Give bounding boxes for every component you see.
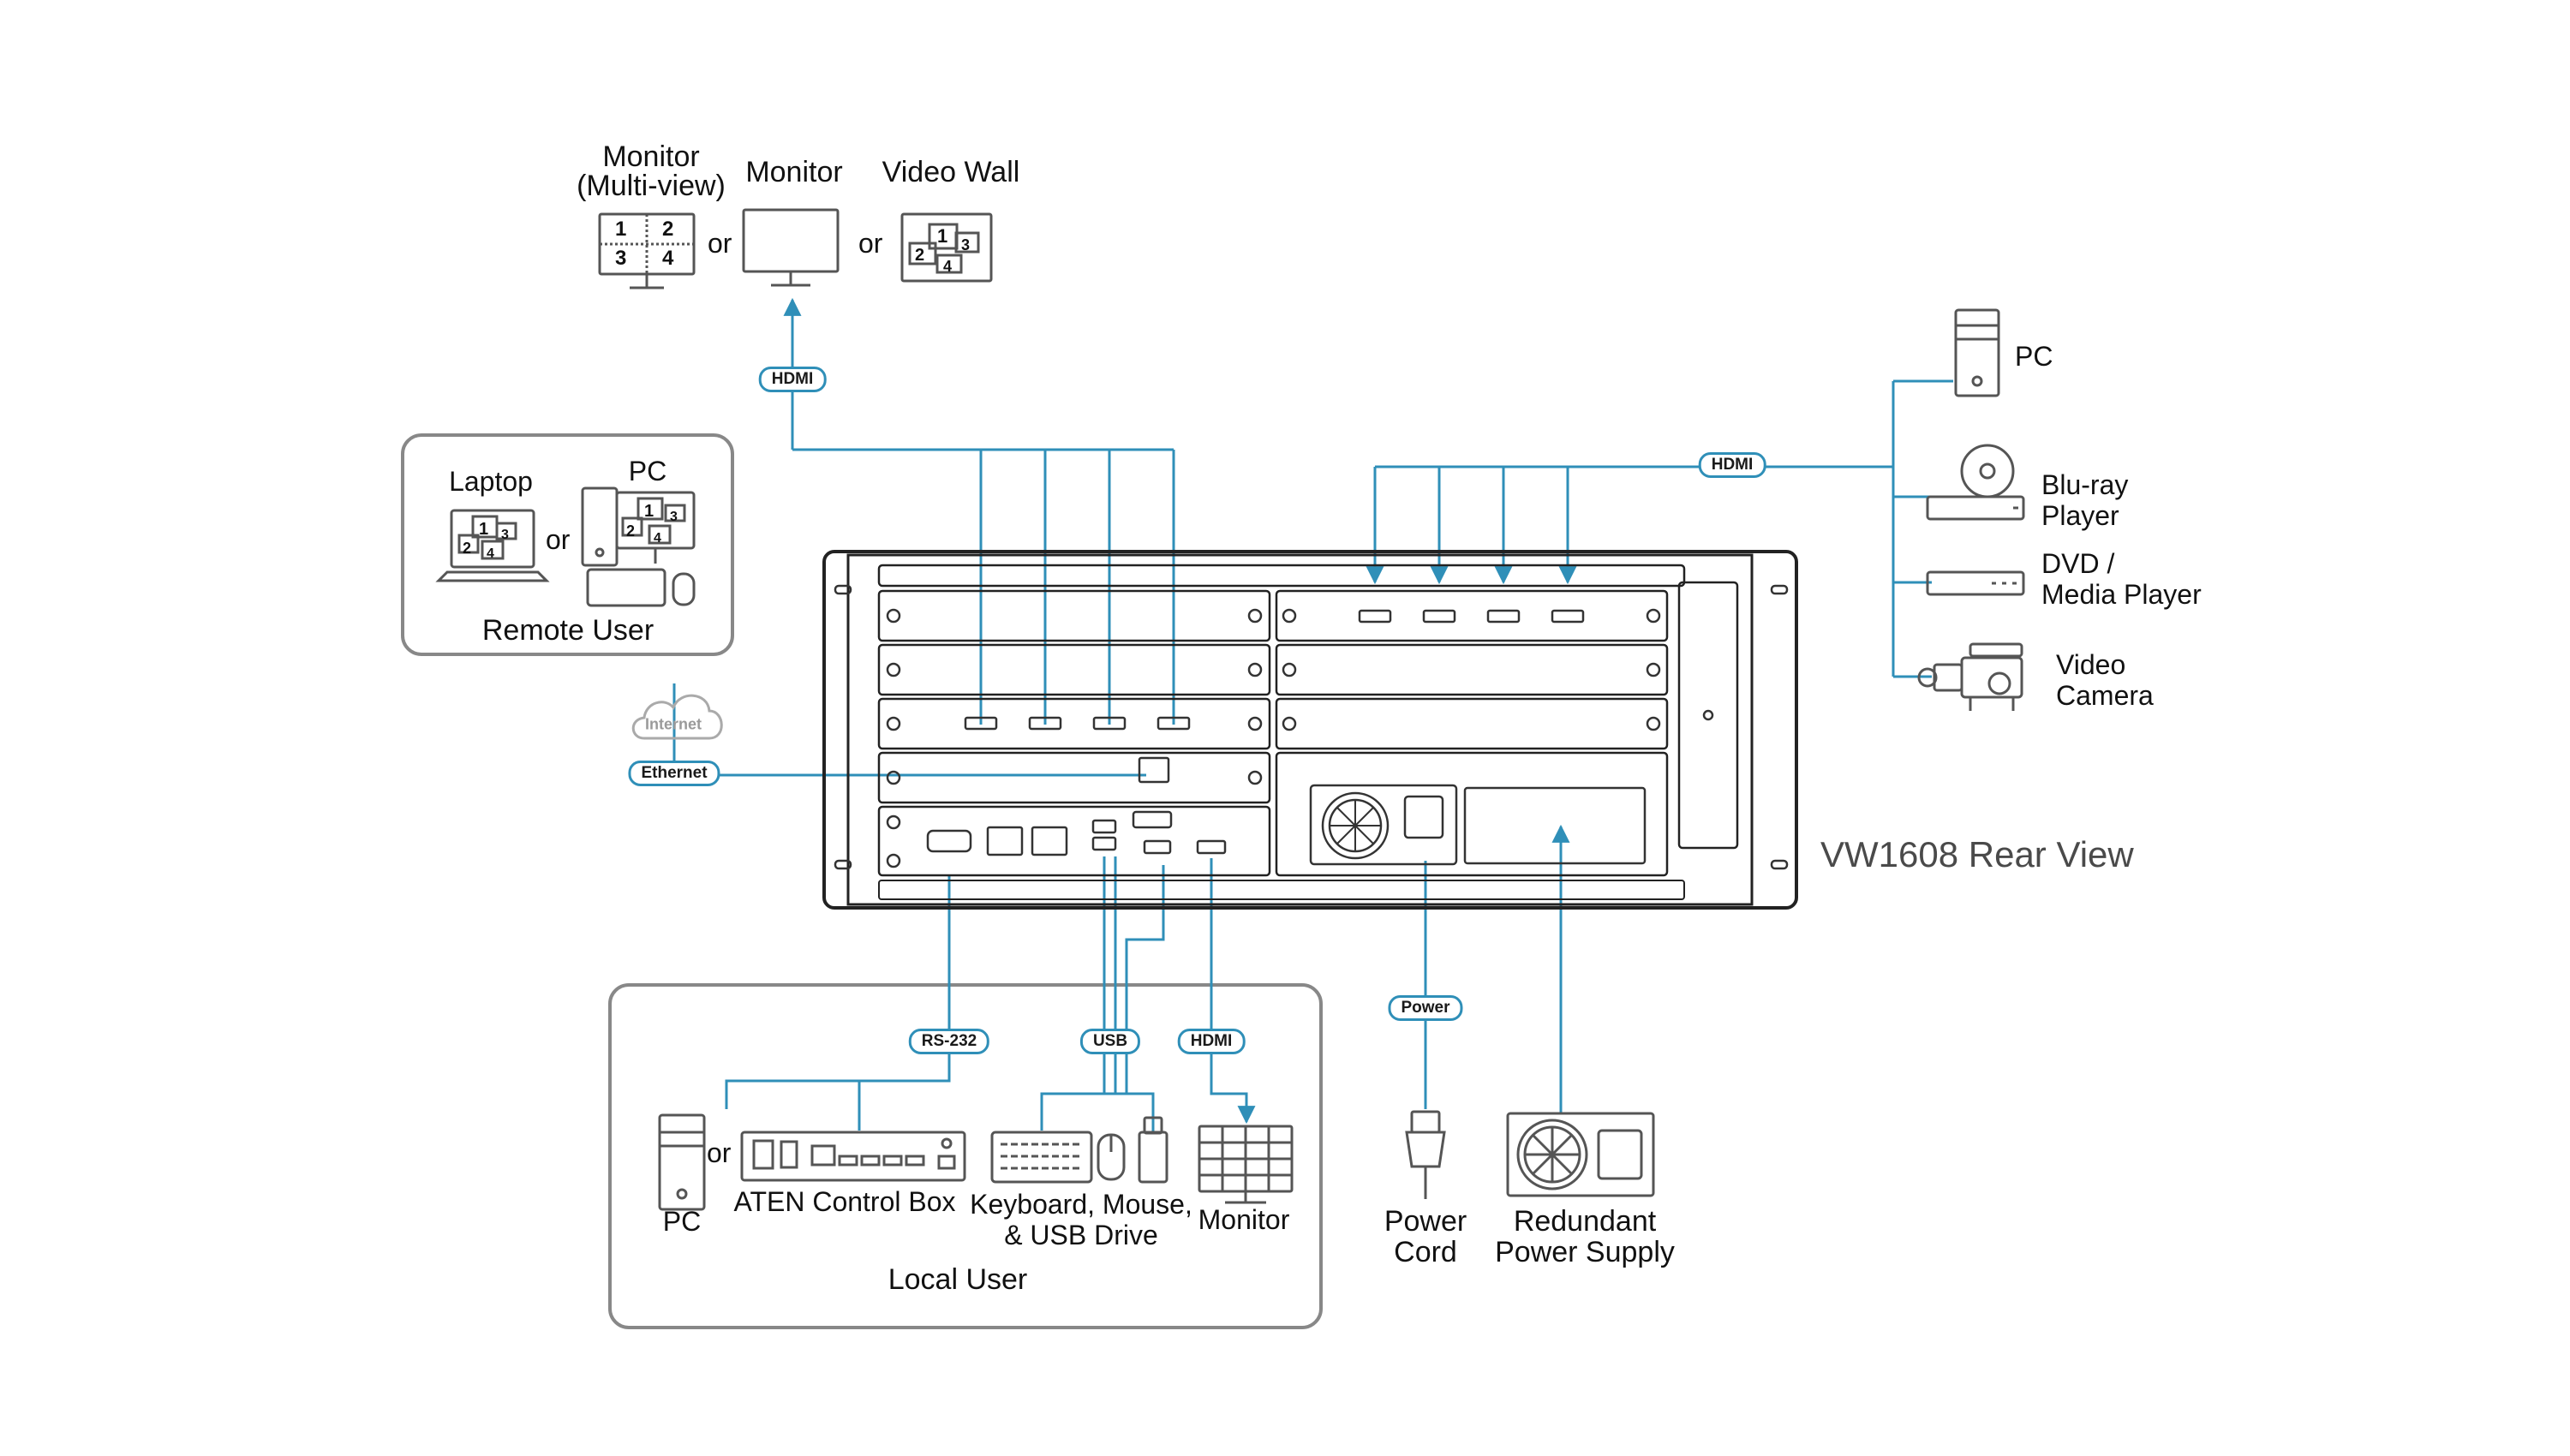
internet-label: Internet <box>644 715 702 733</box>
ethernet-tag: Ethernet <box>628 761 720 786</box>
monitor-multiview-icon <box>598 212 696 289</box>
keyboard-mouse-usb-label: Keyboard, Mouse, & USB Drive <box>970 1189 1192 1250</box>
or-text: or <box>707 1137 732 1168</box>
laptop-cell-3: 3 <box>501 528 509 542</box>
monitor-label: Monitor <box>745 156 843 188</box>
multiview-cell-4: 4 <box>662 247 674 270</box>
keyboard-mouse-usb-icon <box>990 1116 1168 1184</box>
video-camera-icon <box>1917 642 2023 711</box>
dvd-media-player-label: DVD / Media Player <box>2041 548 2202 610</box>
local-monitor-label: Monitor <box>1198 1204 1290 1235</box>
hdmi-local-tag: HDMI <box>1177 1029 1246 1054</box>
bluray-label: Blu-ray Player <box>2041 469 2129 531</box>
rs232-tag: RS-232 <box>908 1029 990 1054</box>
local-pc-label: PC <box>662 1206 702 1237</box>
pc-source-label: PC <box>2015 341 2053 372</box>
remote-user-title: Remote User <box>481 614 654 647</box>
remote-pc-cell-3: 3 <box>670 510 678 524</box>
or-text: or <box>546 524 571 555</box>
usb-tag: USB <box>1079 1029 1141 1054</box>
local-pc-icon <box>658 1113 706 1211</box>
multiview-cell-2: 2 <box>662 218 674 241</box>
laptop-cell-2: 2 <box>463 540 472 557</box>
laptop-icon <box>435 509 550 582</box>
power-cord-icon <box>1405 1110 1446 1199</box>
hdmi-output-ports <box>964 716 1191 731</box>
bluray-player-icon <box>1926 444 2025 521</box>
redundant-psu-icon <box>1506 1112 1655 1197</box>
remote-pc-cell-4: 4 <box>654 531 661 546</box>
redundant-psu-label: Redundant Power Supply <box>1495 1205 1675 1268</box>
psu <box>1309 784 1458 866</box>
video-camera-label: Video Camera <box>2056 649 2154 711</box>
chassis-details <box>834 584 1789 870</box>
multiview-cell-3: 3 <box>615 247 627 270</box>
video-wall-icon <box>900 212 993 283</box>
aten-control-box-icon <box>740 1131 966 1182</box>
remote-pc-cell-1: 1 <box>644 502 654 521</box>
wall-cell-2: 2 <box>915 246 925 265</box>
screws <box>886 608 1714 868</box>
monitor-multiview-label: Monitor (Multi-view) <box>577 140 726 202</box>
laptop-cell-4: 4 <box>487 546 494 561</box>
power-cord-label: Power Cord <box>1384 1205 1467 1268</box>
connection-lines <box>672 297 1953 1132</box>
wall-cell-1: 1 <box>937 225 948 247</box>
local-user-box <box>608 983 1323 1329</box>
wall-cell-3: 3 <box>961 236 971 254</box>
dvd-media-player-icon <box>1926 570 2025 596</box>
internet-cloud-icon <box>631 694 723 740</box>
ethernet-port <box>1138 756 1170 784</box>
remote-pc-icon <box>581 486 696 607</box>
power-tag: Power <box>1388 995 1463 1021</box>
pc-source-icon <box>1954 308 2000 397</box>
wall-cell-4: 4 <box>943 258 953 275</box>
aten-control-box-label: ATEN Control Box <box>733 1186 956 1217</box>
or-text: or <box>858 228 883 259</box>
hdmi-input-tag: HDMI <box>1698 452 1766 478</box>
laptop-label: Laptop <box>449 466 533 497</box>
remote-user-box <box>401 433 734 656</box>
rs232-port <box>926 829 972 853</box>
monitor-icon <box>742 208 840 287</box>
video-wall-label: Video Wall <box>882 156 1020 188</box>
vw1608-chassis <box>822 550 1798 910</box>
local-user-title: Local User <box>888 1263 1028 1296</box>
hdmi-input-ports <box>1358 609 1585 624</box>
local-monitor-icon <box>1198 1125 1294 1204</box>
hdmi-output-tag: HDMI <box>758 367 827 392</box>
or-text: or <box>708 228 732 259</box>
diagram-title: VW1608 Rear View <box>1820 834 2134 874</box>
remote-pc-cell-2: 2 <box>626 522 636 540</box>
remote-pc-label: PC <box>628 456 667 486</box>
multiview-cell-1: 1 <box>615 218 627 241</box>
laptop-cell-1: 1 <box>479 520 489 539</box>
